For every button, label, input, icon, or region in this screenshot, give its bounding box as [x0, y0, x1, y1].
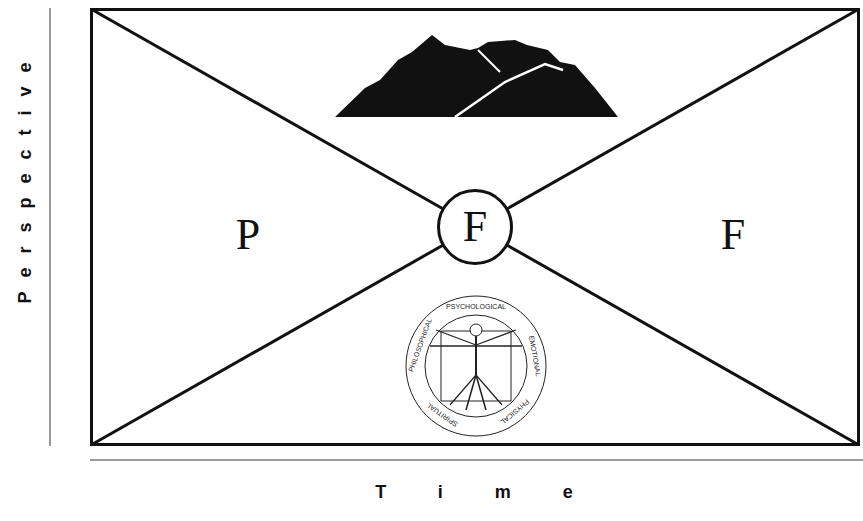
- frame-box: PFF: [90, 8, 860, 446]
- axis-title: Perspective: [16, 48, 34, 303]
- axis-line: [49, 8, 51, 446]
- ring-word: PHYSICAL: [499, 398, 530, 426]
- axis-line: [90, 459, 863, 461]
- region-letter: F: [721, 213, 745, 257]
- ring-word: SPIRITUAL: [425, 402, 459, 428]
- ring-word: PHILOSOPHICAL: [407, 318, 433, 373]
- region-letter: P: [236, 213, 260, 257]
- diagonal-line: [91, 9, 859, 445]
- mountain-illustration: [335, 35, 618, 117]
- center-circle: F: [437, 189, 513, 265]
- center-letter: F: [463, 205, 487, 249]
- diagonal-line: [91, 9, 859, 445]
- vitruvian-illustration: [406, 296, 546, 436]
- ring-word: PSYCHOLOGICAL: [446, 303, 506, 310]
- axis-title: Time: [375, 483, 625, 501]
- ring-word: EMOTIONAL: [528, 335, 542, 377]
